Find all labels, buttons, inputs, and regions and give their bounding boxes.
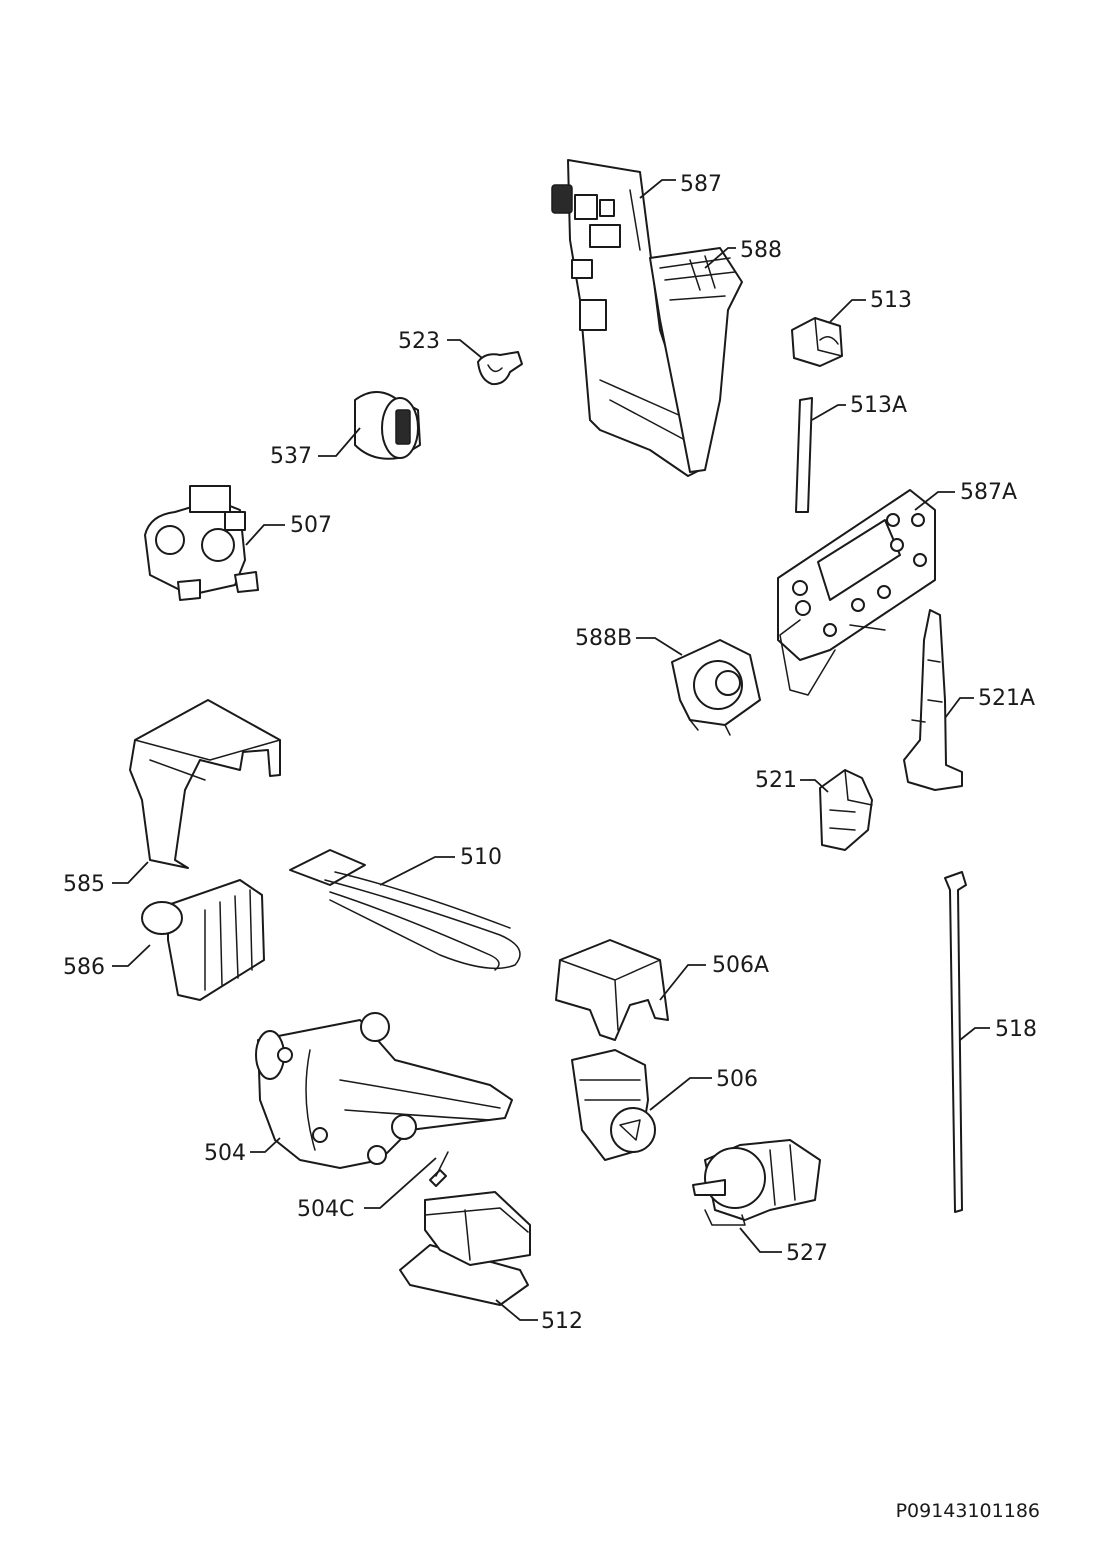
callout-588: 588 <box>740 238 782 263</box>
part-587A-ui-board <box>777 489 936 696</box>
callout-587A: 587A <box>960 480 1017 505</box>
callout-537: 537 <box>270 444 312 469</box>
callout-506: 506 <box>716 1067 758 1092</box>
callout-521A: 521A <box>978 686 1035 711</box>
leader-523 <box>447 339 483 359</box>
leader-585 <box>112 861 149 884</box>
leader-586 <box>112 944 151 967</box>
callout-588B: 588B <box>575 626 632 651</box>
part-527-circulation-pump <box>692 1139 821 1226</box>
leader-504C <box>364 1157 437 1209</box>
leader-521A <box>944 697 974 719</box>
leader-510 <box>379 856 455 886</box>
part-513A-rod <box>795 397 813 513</box>
leader-588B <box>636 637 683 656</box>
part-588-board-housing <box>649 247 743 473</box>
leader-506 <box>649 1077 712 1111</box>
part-521A-bracket <box>903 609 963 791</box>
leader-506A <box>659 964 706 1001</box>
part-510-heating-element <box>289 849 521 971</box>
callout-507: 507 <box>290 513 332 538</box>
callout-512: 512 <box>541 1309 583 1334</box>
callout-523: 523 <box>398 329 440 354</box>
leader-537 <box>318 427 361 457</box>
part-512-filter-flap <box>399 1191 531 1306</box>
leader-521 <box>800 779 829 793</box>
part-504C-screw <box>429 1151 449 1187</box>
part-586-module <box>141 879 265 1001</box>
leader-507 <box>245 524 285 546</box>
callout-513A: 513A <box>850 393 907 418</box>
part-537-capacitor <box>354 391 421 460</box>
leader-527 <box>739 1227 782 1253</box>
part-506A-pump-cover <box>555 939 669 1041</box>
callout-586: 586 <box>63 955 105 980</box>
leader-587A <box>914 491 955 511</box>
leader-518 <box>959 1027 990 1041</box>
callout-527: 527 <box>786 1241 828 1266</box>
callout-521: 521 <box>755 768 797 793</box>
drawing-code: P09143101186 <box>896 1500 1040 1522</box>
part-504-motor <box>255 1012 513 1169</box>
part-587-control-board <box>551 159 701 477</box>
callout-labels: 587 588 513 523 513A 537 587A 507 588B 5… <box>63 172 1037 1334</box>
part-585-cover <box>129 699 281 869</box>
leader-513 <box>829 299 866 323</box>
part-588B-pressure-switch <box>671 639 761 736</box>
part-506-drain-pump <box>571 1049 656 1161</box>
part-518-rod <box>944 871 967 1213</box>
leader-lines <box>112 179 990 1321</box>
leader-504 <box>250 1137 281 1153</box>
leader-587 <box>639 179 676 199</box>
leader-513A <box>811 404 846 421</box>
leader-588 <box>704 247 736 269</box>
callout-587: 587 <box>680 172 722 197</box>
callout-585: 585 <box>63 872 105 897</box>
part-521-door-lock <box>819 769 873 851</box>
callout-504: 504 <box>204 1141 246 1166</box>
part-513-clip <box>791 317 843 367</box>
leader-512 <box>495 1299 538 1321</box>
callout-510: 510 <box>460 845 502 870</box>
callout-513: 513 <box>870 288 912 313</box>
callout-504C: 504C <box>297 1197 354 1222</box>
callout-506A: 506A <box>712 953 769 978</box>
callout-518: 518 <box>995 1017 1037 1042</box>
part-507-inlet-valve <box>144 485 259 601</box>
part-523-clamp <box>477 351 523 386</box>
